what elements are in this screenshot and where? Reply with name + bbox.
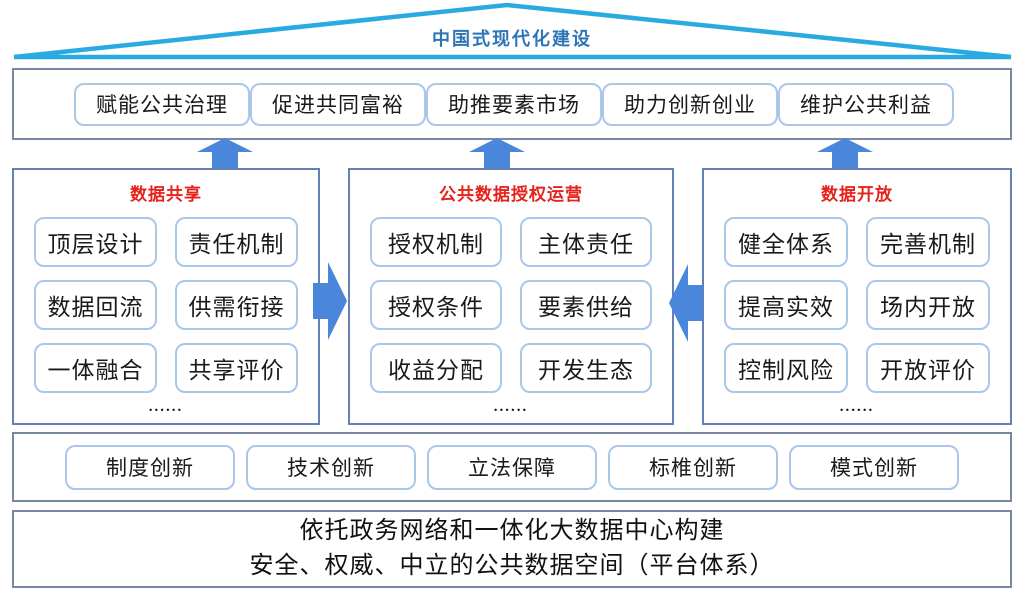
left-arrow-icon [669, 264, 703, 342]
right-arrow-icon [313, 262, 347, 340]
innovation-box: 立法保障 [427, 444, 597, 490]
panel-item-box: 主体责任 [520, 217, 652, 267]
up-arrow-icon [469, 138, 525, 170]
panel-item-box: 数据回流 [34, 280, 157, 330]
benefit-box: 助推要素市场 [426, 82, 602, 126]
up-arrow-icon [197, 138, 253, 170]
panel-item-box: 顶层设计 [34, 217, 157, 267]
ellipsis-more: ...... [493, 399, 529, 415]
panel-item-box: 共享评价 [175, 343, 298, 393]
panel-item-box: 开发生态 [520, 343, 652, 393]
panel-title: 数据共享 [130, 185, 202, 204]
foundation-text-line2: 安全、权威、中立的公共数据空间（平台体系） [249, 553, 775, 579]
innovation-box: 技术创新 [246, 444, 416, 490]
innovation-box: 模式创新 [789, 444, 959, 490]
benefit-box: 促进共同富裕 [250, 82, 426, 126]
panel-item-box: 提高实效 [724, 280, 848, 330]
panel-item-box: 授权机制 [370, 217, 502, 267]
benefit-box: 赋能公共治理 [74, 82, 250, 126]
panel-item-box: 授权条件 [370, 280, 502, 330]
panel-grid: 健全体系 完善机制 提高实效 场内开放 控制风险 开放评价 [704, 205, 1010, 393]
panel-item-box: 开放评价 [866, 343, 990, 393]
panel-item-box: 完善机制 [866, 217, 990, 267]
roof-shape [13, 2, 1012, 60]
foundation-band: 依托政务网络和一体化大数据中心构建 安全、权威、中立的公共数据空间（平台体系） [12, 510, 1012, 588]
ellipsis-more: ...... [148, 399, 184, 415]
panel-item-box: 控制风险 [724, 343, 848, 393]
innovations-band: 制度创新 技术创新 立法保障 标椎创新 模式创新 [12, 432, 1012, 502]
panel-grid: 顶层设计 责任机制 数据回流 供需衔接 一体融合 共享评价 [14, 205, 318, 393]
panel-item-box: 供需衔接 [175, 280, 298, 330]
panel-item-box: 收益分配 [370, 343, 502, 393]
panel-item-box: 责任机制 [175, 217, 298, 267]
panel-authorized-operation: 公共数据授权运营 授权机制 主体责任 授权条件 要素供给 收益分配 开发生态 .… [348, 168, 674, 425]
benefits-band: 赋能公共治理 促进共同富裕 助推要素市场 助力创新创业 维护公共利益 [12, 68, 1012, 140]
foundation-text-line1: 依托政务网络和一体化大数据中心构建 [299, 518, 725, 544]
panel-item-box: 健全体系 [724, 217, 848, 267]
ellipsis-more: ...... [839, 399, 875, 415]
panel-title: 公共数据授权运营 [439, 185, 583, 204]
roof-title: 中国式现代化建设 [432, 29, 592, 49]
panel-title: 数据开放 [821, 185, 893, 204]
panel-data-sharing: 数据共享 顶层设计 责任机制 数据回流 供需衔接 一体融合 共享评价 .....… [12, 168, 320, 425]
panel-item-box: 一体融合 [34, 343, 157, 393]
innovation-box: 标椎创新 [608, 444, 778, 490]
panel-grid: 授权机制 主体责任 授权条件 要素供给 收益分配 开发生态 [350, 205, 672, 393]
panel-item-box: 要素供给 [520, 280, 652, 330]
up-arrow-icon [817, 138, 873, 170]
panel-item-box: 场内开放 [866, 280, 990, 330]
benefit-box: 维护公共利益 [778, 82, 954, 126]
benefit-box: 助力创新创业 [602, 82, 778, 126]
panel-data-opening: 数据开放 健全体系 完善机制 提高实效 场内开放 控制风险 开放评价 .....… [702, 168, 1012, 425]
innovation-box: 制度创新 [65, 444, 235, 490]
